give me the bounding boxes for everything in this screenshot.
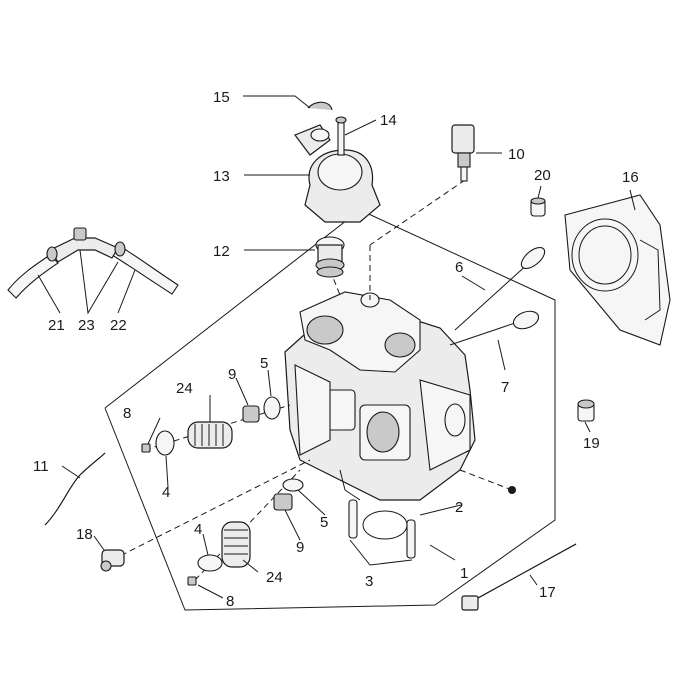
callout-8-lower: 8 bbox=[226, 593, 234, 610]
callout-19: 19 bbox=[583, 435, 600, 452]
callout-5-lower: 5 bbox=[320, 514, 328, 531]
callout-3: 3 bbox=[365, 573, 373, 590]
valves bbox=[449, 246, 546, 346]
valve-train-lower bbox=[187, 478, 304, 586]
callout-5-upper: 5 bbox=[260, 355, 268, 372]
callout-9-lower: 9 bbox=[296, 539, 304, 556]
callout-9-upper: 9 bbox=[228, 366, 236, 383]
dowels-and-oring bbox=[348, 499, 416, 559]
long-bolt bbox=[461, 543, 577, 611]
callout-15: 15 bbox=[213, 89, 230, 106]
callout-22: 22 bbox=[110, 317, 127, 334]
reference-dot bbox=[508, 486, 516, 494]
callout-7: 7 bbox=[501, 379, 509, 396]
callout-6: 6 bbox=[455, 259, 463, 276]
callout-12: 12 bbox=[213, 243, 230, 260]
leader-lines bbox=[37, 95, 636, 599]
callout-11: 11 bbox=[33, 458, 49, 475]
hose-assembly bbox=[7, 227, 179, 299]
head-gasket bbox=[564, 194, 671, 346]
callout-24-upper: 24 bbox=[176, 380, 193, 397]
callout-14: 14 bbox=[380, 112, 397, 129]
callout-2: 2 bbox=[455, 499, 463, 516]
callout-4-lower: 4 bbox=[194, 521, 202, 538]
callout-16: 16 bbox=[622, 169, 639, 186]
temperature-sensor bbox=[451, 124, 475, 182]
callout-23: 23 bbox=[78, 317, 95, 334]
callout-13: 13 bbox=[213, 168, 230, 185]
thermostat-parts bbox=[294, 101, 381, 278]
callout-20: 20 bbox=[534, 167, 551, 184]
callout-labels: 15 14 13 12 10 20 16 6 7 19 2 1 3 17 21 … bbox=[33, 89, 639, 610]
callout-10: 10 bbox=[508, 146, 525, 163]
callout-4-upper: 4 bbox=[162, 484, 170, 501]
cylinder-head bbox=[284, 291, 476, 501]
plug-parts bbox=[530, 197, 595, 422]
callout-18: 18 bbox=[76, 526, 93, 543]
callout-1: 1 bbox=[460, 565, 468, 582]
callout-17: 17 bbox=[539, 584, 556, 601]
valve-train-upper bbox=[141, 396, 281, 456]
callout-24-lower: 24 bbox=[266, 569, 283, 586]
callout-21: 21 bbox=[48, 317, 65, 334]
callout-8-upper: 8 bbox=[123, 405, 131, 422]
tube-and-fitting bbox=[44, 452, 125, 572]
